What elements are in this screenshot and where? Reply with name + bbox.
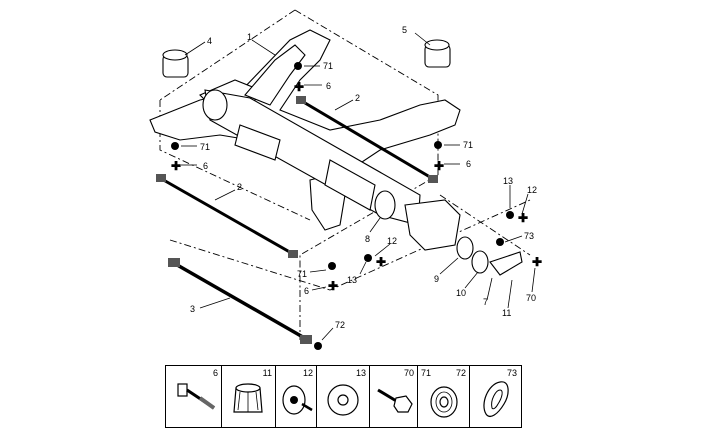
callout-2-left: 2 [237, 182, 242, 192]
callout-13-left: 13 [347, 275, 357, 285]
legend-cell-71-72: 71 72 [418, 366, 470, 427]
callout-6-right: 6 [466, 159, 471, 169]
callout-13-right: 13 [503, 176, 513, 186]
bolt-icon [177, 383, 216, 410]
legend-cell-73: 73 [470, 366, 520, 427]
svg-text:✚: ✚ [434, 159, 444, 173]
callout-71-top: 71 [323, 61, 333, 71]
callout-8: 8 [365, 234, 370, 244]
callout-2-upper: 2 [355, 93, 360, 103]
legend-cell-6: 6 [166, 366, 222, 427]
legend-number: 13 [355, 368, 366, 378]
legend-number: 73 [506, 368, 517, 378]
flange-bolt-icon [282, 385, 313, 415]
hub-assembly [374, 190, 523, 276]
fixings: ✚ ✚ ✚ ✚ ✚ ✚ ✚ [171, 62, 542, 350]
callout-12-right: 12 [527, 185, 537, 195]
callout-6-bottom: 6 [304, 286, 309, 296]
svg-text:✚: ✚ [518, 211, 528, 225]
svg-text:✚: ✚ [328, 279, 338, 293]
callout-6-top: 6 [326, 81, 331, 91]
callout-73: 73 [524, 231, 534, 241]
legend-number: 11 [262, 368, 272, 378]
callout-71-bottom: 71 [297, 269, 307, 279]
callout-10: 10 [456, 288, 466, 298]
legend-cell-70: 70 [370, 366, 418, 427]
callout-12-left: 12 [387, 236, 397, 246]
svg-text:✚: ✚ [294, 80, 304, 94]
legend-number: 70 [403, 368, 414, 378]
callout-11: 11 [502, 308, 511, 318]
callout-4: 4 [207, 36, 212, 46]
fixings-legend: 6 11 12 13 70 [165, 365, 522, 428]
oval-washer-icon [483, 381, 509, 417]
svg-text:✚: ✚ [171, 159, 181, 173]
callout-7: 7 [483, 297, 488, 307]
svg-text:✚: ✚ [376, 255, 386, 269]
legend-number: 71 [421, 368, 432, 378]
callout-6-left: 6 [203, 161, 208, 171]
callout-72: 72 [335, 320, 345, 330]
legend-cell-13: 13 [317, 366, 370, 427]
callout-71-right: 71 [463, 140, 473, 150]
callout-leaders [181, 32, 536, 341]
legend-number: 12 [302, 368, 313, 378]
callout-5: 5 [402, 25, 407, 35]
legend-cell-12: 12 [276, 366, 317, 427]
svg-text:✚: ✚ [532, 255, 542, 269]
callout-70: 70 [526, 293, 536, 303]
callout-1: 1 [247, 32, 252, 42]
callout-9: 9 [434, 274, 439, 284]
reference-lines [159, 9, 531, 340]
callout-labels: 1 2 2 3 4 5 71 6 71 6 71 6 71 6 13 12 73… [190, 25, 537, 330]
legend-cell-11: 11 [222, 366, 276, 427]
washer-icon [430, 386, 458, 418]
legend-number: 72 [455, 368, 466, 378]
bush-icon [233, 383, 263, 413]
legend-number: 6 [212, 368, 218, 378]
rods [156, 96, 438, 344]
callout-71-left: 71 [200, 142, 210, 152]
callout-3: 3 [190, 304, 195, 314]
hex-bolt-icon [377, 388, 413, 413]
bushes [162, 39, 451, 78]
washer-icon [327, 384, 359, 416]
